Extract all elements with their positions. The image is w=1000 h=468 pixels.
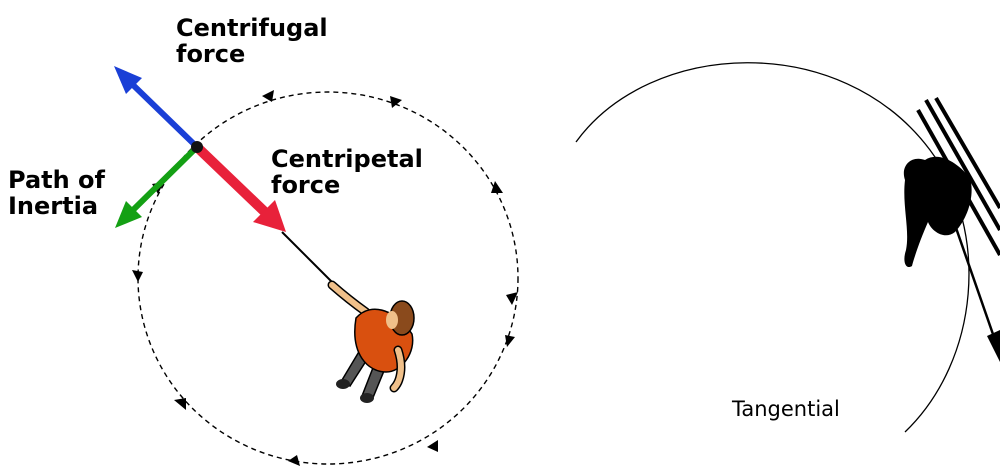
tangential-label: Tangential	[731, 397, 840, 421]
orbit-arrowhead	[174, 398, 186, 410]
orbit-arrowhead	[491, 181, 503, 193]
centripetal-force-arrow	[193, 143, 286, 232]
orbit-arrowhead	[390, 96, 402, 108]
right-circle-arc	[575, 62, 970, 433]
ball-icon	[191, 141, 203, 153]
orbit-arrowhead	[132, 270, 143, 282]
tangential-arrow	[953, 224, 1000, 362]
orbit-arrowhead	[505, 335, 515, 347]
centrifugal-label: Centrifugal force	[176, 14, 328, 68]
inertia-label: Path of Inertia	[8, 166, 106, 220]
person-swinging-ball-icon	[327, 280, 415, 403]
inertia-arrow	[115, 144, 200, 228]
inertia-label-line1: Path of	[8, 166, 106, 194]
centripetal-label-line1: Centripetal	[271, 145, 423, 173]
orbit-path	[137, 91, 519, 465]
orbit-arrowhead	[288, 455, 300, 466]
centrifugal-force-arrow	[114, 66, 200, 150]
orbit-arrowhead	[262, 90, 274, 102]
centripetal-label-line2: force	[271, 171, 340, 199]
rider-silhouette-icon	[903, 96, 1000, 268]
tether-rope	[281, 231, 337, 287]
orbit-arrowhead	[427, 440, 438, 452]
orbit-arrowhead	[506, 292, 518, 305]
inertia-label-line2: Inertia	[8, 192, 98, 220]
centripetal-label: Centripetal force	[271, 145, 423, 199]
centrifugal-label-line1: Centrifugal	[176, 14, 328, 42]
centrifugal-label-line2: force	[176, 40, 245, 68]
